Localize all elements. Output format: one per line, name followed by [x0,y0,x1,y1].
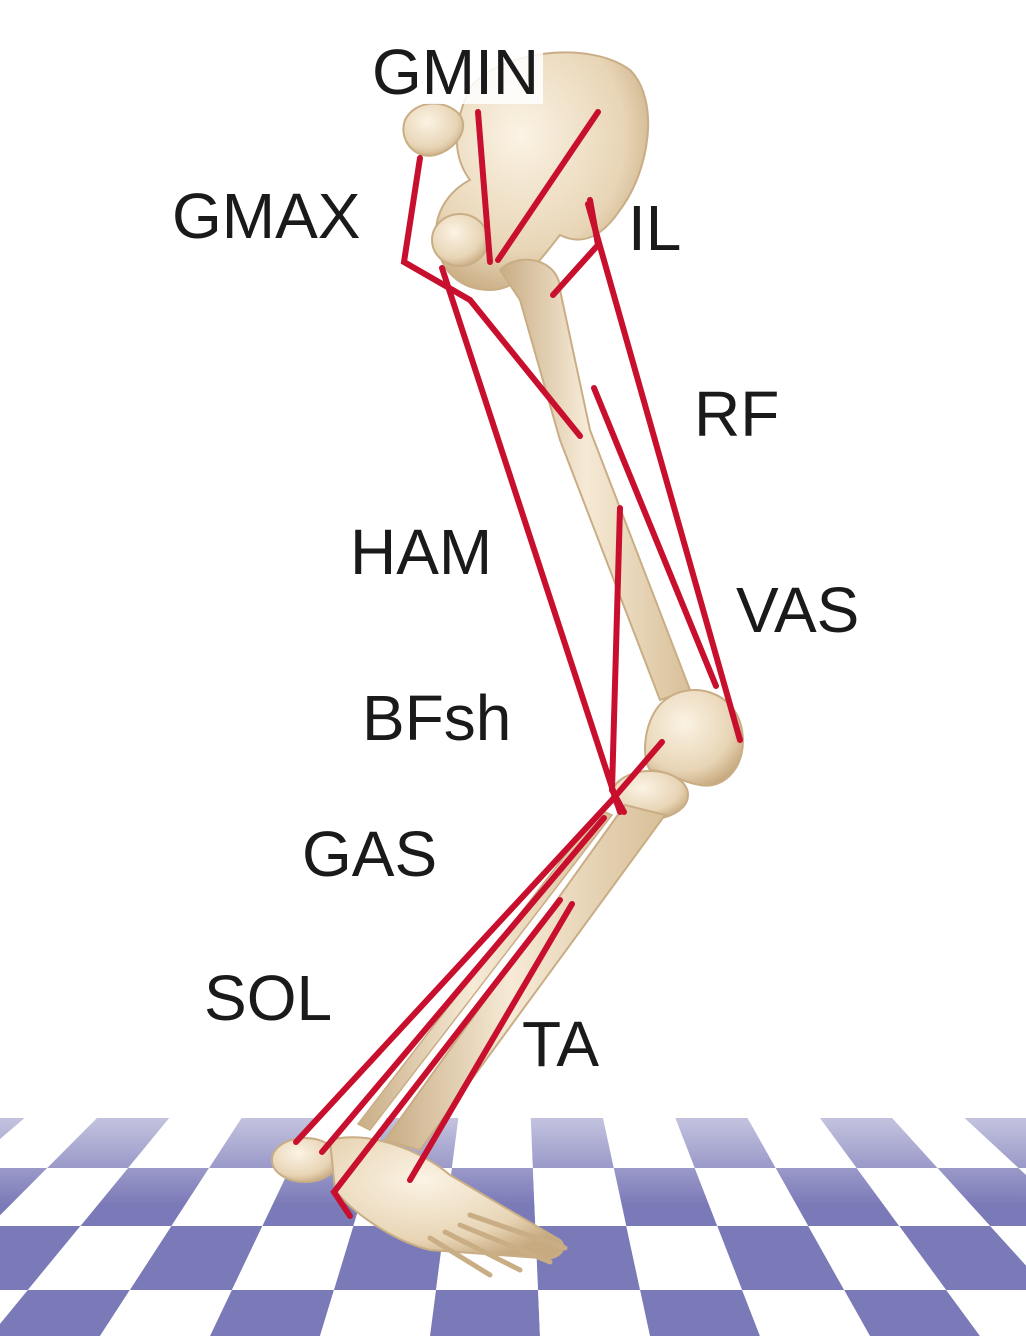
label-il: IL [628,196,681,260]
sacrum-bone [403,104,463,156]
gas-muscle-line [296,742,662,1142]
label-sol: SOL [204,966,332,1030]
label-gmax: GMAX [172,184,360,248]
femoral-head [432,214,488,266]
label-gas: GAS [302,822,437,886]
label-vas: VAS [736,578,859,642]
label-bfsh: BFsh [362,686,511,750]
femur-bone [500,260,690,700]
label-ta: TA [522,1012,599,1076]
label-rf: RF [694,382,779,446]
label-ham: HAM [350,520,492,584]
label-gmin: GMIN [368,40,543,104]
